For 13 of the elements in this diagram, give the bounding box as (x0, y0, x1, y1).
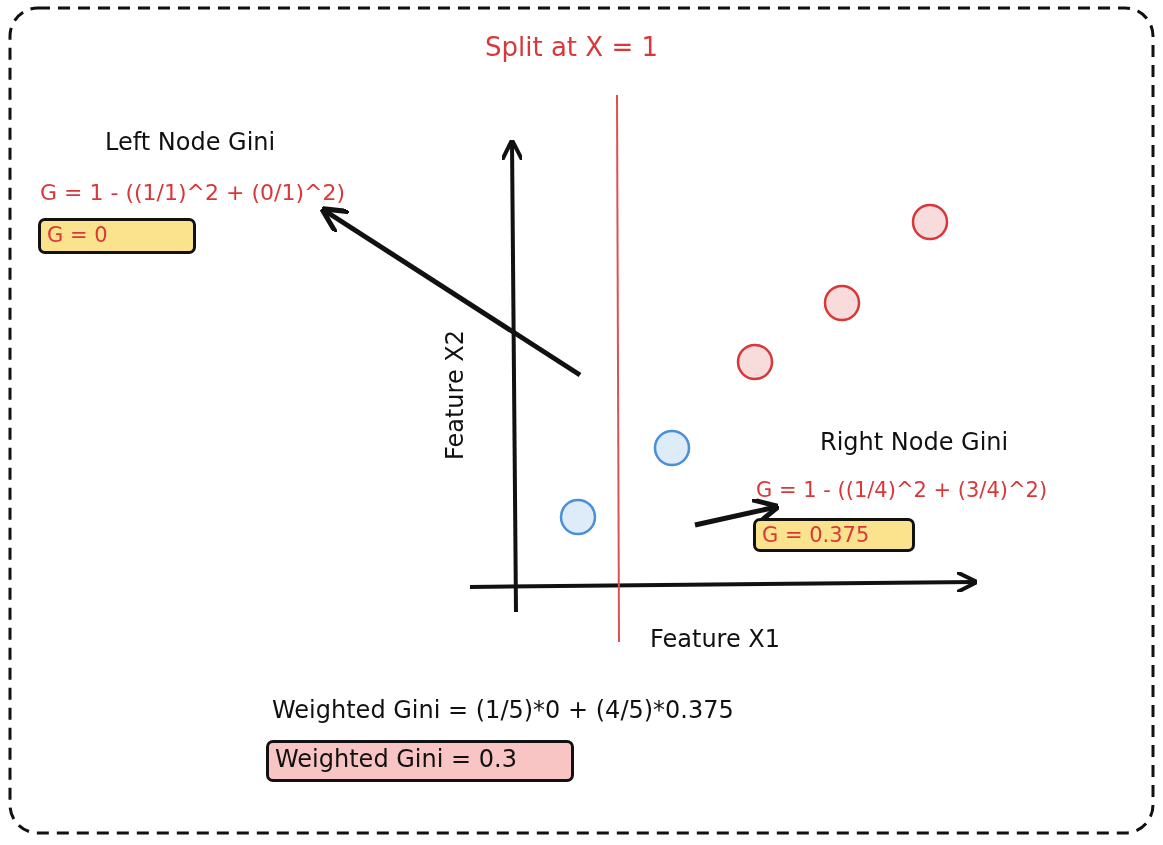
axis-label: Feature X1 (650, 625, 781, 653)
split-label: Split at X = 1 (485, 32, 658, 62)
arrow (694, 497, 782, 528)
result-box: Weighted Gini = 0.3 (266, 740, 574, 782)
result-box: G = 0 (38, 218, 196, 254)
arrow (319, 206, 582, 378)
node-heading: Left Node Gini (105, 128, 276, 156)
result-box: G = 0.375 (753, 518, 915, 552)
weighted-formula: Weighted Gini = (1/5)*0 + (4/5)*0.375 (272, 696, 734, 724)
gini-formula: G = 1 - ((1/1)^2 + (0/1)^2) (40, 180, 345, 205)
node-heading: Right Node Gini (820, 428, 1009, 456)
gini-formula: G = 1 - ((1/4)^2 + (3/4)^2) (756, 478, 1048, 502)
axis-label: Feature X2 (441, 330, 469, 460)
